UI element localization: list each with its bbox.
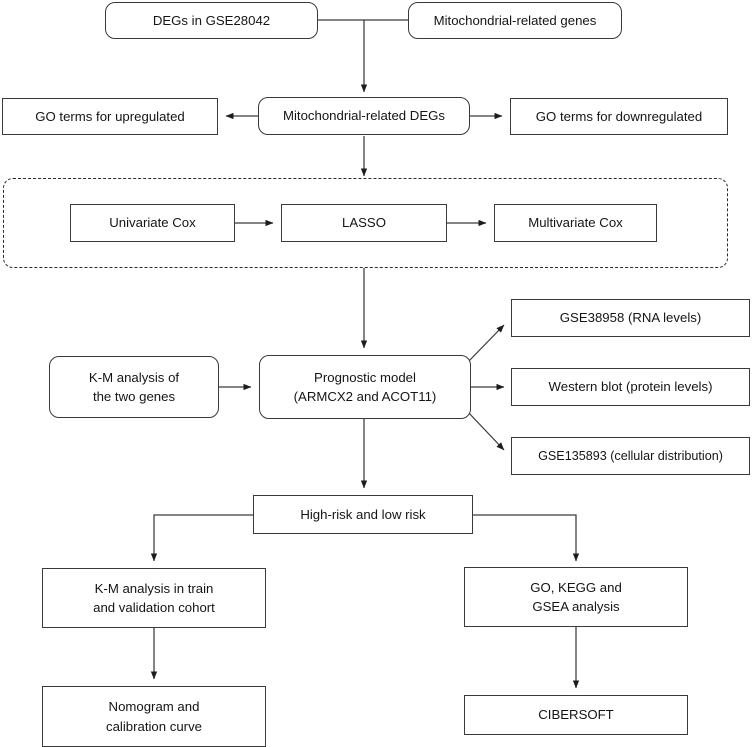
edge-risk-to-go-kegg [473, 514, 580, 562]
node-go-terms-downregulated[interactable]: GO terms for downregulated [510, 98, 728, 135]
node-degs-gse28042[interactable]: DEGs in GSE28042 [105, 2, 318, 39]
node-km-analysis-train-validation[interactable]: K-M analysis in train and validation coh… [42, 568, 266, 628]
node-mitochondrial-related-degs[interactable]: Mitochondrial-related DEGs [258, 97, 470, 135]
node-cibersoft[interactable]: CIBERSOFT [464, 695, 688, 735]
node-label: GSE135893 (cellular distribution) [538, 448, 723, 463]
node-mitochondrial-related-genes[interactable]: Mitochondrial-related genes [408, 2, 622, 39]
node-gse38958-rna-levels[interactable]: GSE38958 (RNA levels) [511, 299, 750, 337]
node-label: Univariate Cox [109, 215, 196, 231]
node-label: Western blot (protein levels) [548, 379, 713, 395]
node-high-risk-and-low-risk[interactable]: High-risk and low risk [253, 495, 473, 534]
node-km-analysis-two-genes[interactable]: K-M analysis of the two genes [49, 356, 219, 418]
node-gse135893-cellular-distribution[interactable]: GSE135893 (cellular distribution) [511, 437, 750, 475]
node-go-kegg-gsea-analysis[interactable]: GO, KEGG and GSEA analysis [464, 567, 688, 627]
node-label: Mitochondrial-related genes [433, 12, 597, 28]
node-label: GO terms for upregulated [35, 108, 185, 124]
node-label: DEGs in GSE28042 [152, 12, 271, 28]
node-label: GSE38958 (RNA levels) [559, 310, 702, 326]
node-label: Nomogram and calibration curve [105, 699, 203, 734]
node-label: LASSO [342, 215, 386, 231]
node-label: GO, KEGG and GSEA analysis [530, 579, 622, 614]
node-label: Multivariate Cox [528, 215, 623, 231]
node-lasso[interactable]: LASSO [281, 204, 447, 242]
node-label: K-M analysis of the two genes [88, 369, 180, 404]
node-prognostic-model[interactable]: Prognostic model (ARMCX2 and ACOT11) [259, 355, 471, 419]
node-label: K-M analysis in train and validation coh… [93, 580, 215, 615]
node-label: High-risk and low risk [300, 506, 426, 522]
node-western-blot-protein-levels[interactable]: Western blot (protein levels) [511, 368, 750, 406]
node-label: Mitochondrial-related DEGs [283, 108, 445, 124]
node-go-terms-upregulated[interactable]: GO terms for upregulated [2, 98, 218, 135]
node-nomogram-calibration-curve[interactable]: Nomogram and calibration curve [42, 686, 266, 747]
node-multivariate-cox[interactable]: Multivariate Cox [494, 204, 657, 242]
node-label: GO terms for downregulated [535, 108, 703, 124]
node-label: CIBERSOFT [538, 707, 614, 723]
edge-risk-to-km-train [150, 514, 253, 562]
node-univariate-cox[interactable]: Univariate Cox [70, 204, 235, 242]
cox-pipeline-group [3, 178, 728, 268]
edge-prognostic-to-gse135893 [466, 410, 505, 451]
node-label: Prognostic model (ARMCX2 and ACOT11) [293, 369, 437, 404]
edge-prognostic-to-gse38958 [466, 324, 505, 364]
